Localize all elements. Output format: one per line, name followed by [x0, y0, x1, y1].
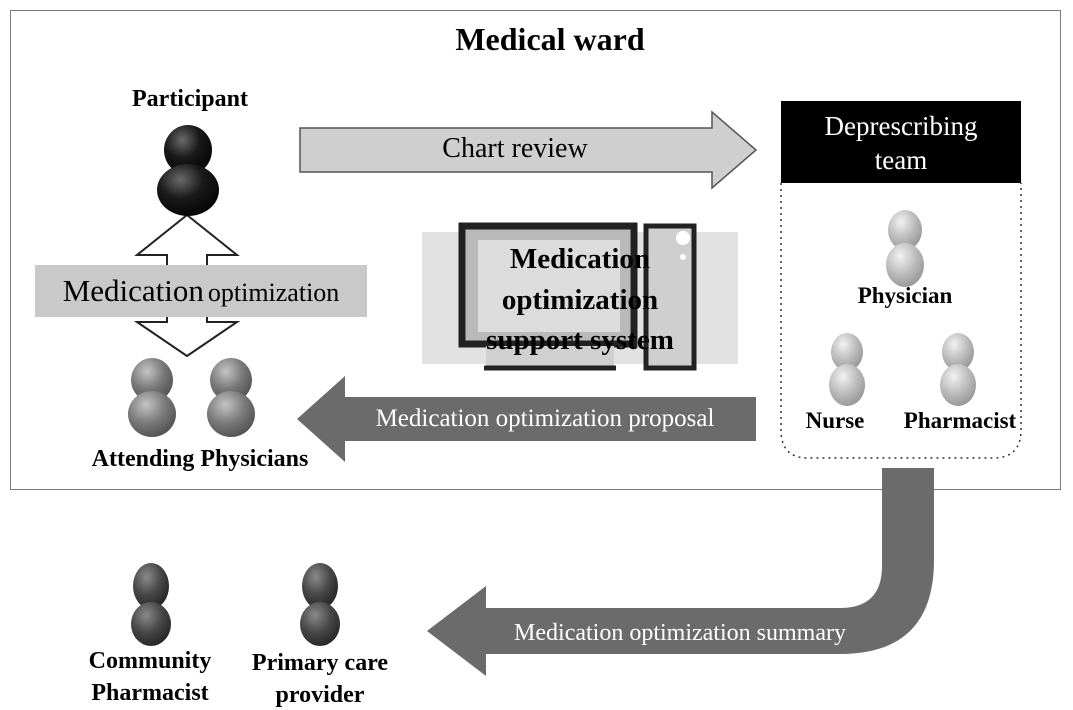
- medication-optimization-band-label: Medication optimization: [35, 273, 367, 308]
- summary-arrow: [427, 468, 934, 676]
- chart-review-arrow: [299, 110, 758, 190]
- support-system-line1: Medication: [509, 243, 651, 275]
- team-header-line1: Deprescribing: [824, 111, 978, 141]
- band-word-optimization: optimization: [207, 278, 340, 307]
- support-system-monitor-icon: [422, 222, 738, 371]
- proposal-arrow: [297, 376, 756, 462]
- physician-person-icon: [886, 210, 924, 287]
- attending-physician-1-person-icon: [128, 358, 176, 437]
- support-system-line3: support system: [486, 324, 674, 356]
- participant-person-icon: [157, 125, 219, 216]
- medication-optimization-band: [35, 265, 367, 317]
- band-word-medication: Medication: [62, 273, 204, 308]
- nurse-person-icon: [829, 333, 865, 406]
- nurse-label: Nurse: [805, 408, 865, 433]
- team-header-line2: team: [874, 145, 928, 175]
- physician-label: Physician: [857, 283, 953, 308]
- community-pharmacist-person-icon: [131, 563, 171, 646]
- participant-label: Participant: [132, 86, 248, 112]
- support-system-line2: optimization: [501, 284, 659, 316]
- team-members-box: [780, 183, 1022, 459]
- summary-arrow-label: Medication optimization summary: [514, 620, 846, 646]
- primary-care-provider-person-icon: [300, 563, 340, 646]
- ward-title: Medical ward: [455, 21, 645, 57]
- attending-physician-2-person-icon: [207, 358, 255, 437]
- pharmacist-person-icon: [940, 333, 976, 406]
- primary-care-line1: Primary care: [251, 650, 389, 676]
- chart-review-label: Chart review: [442, 133, 588, 164]
- proposal-arrow-label: Medication optimization proposal: [375, 405, 715, 432]
- community-pharmacist-line2: Pharmacist: [91, 680, 209, 706]
- primary-care-line2: provider: [275, 682, 365, 708]
- pharmacist-label: Pharmacist: [903, 408, 1017, 433]
- attending-physicians-label: Attending Physicians: [91, 446, 309, 472]
- community-pharmacist-line1: Community: [88, 648, 212, 674]
- medical-ward-box: [10, 10, 1061, 490]
- team-header-box: [781, 101, 1021, 183]
